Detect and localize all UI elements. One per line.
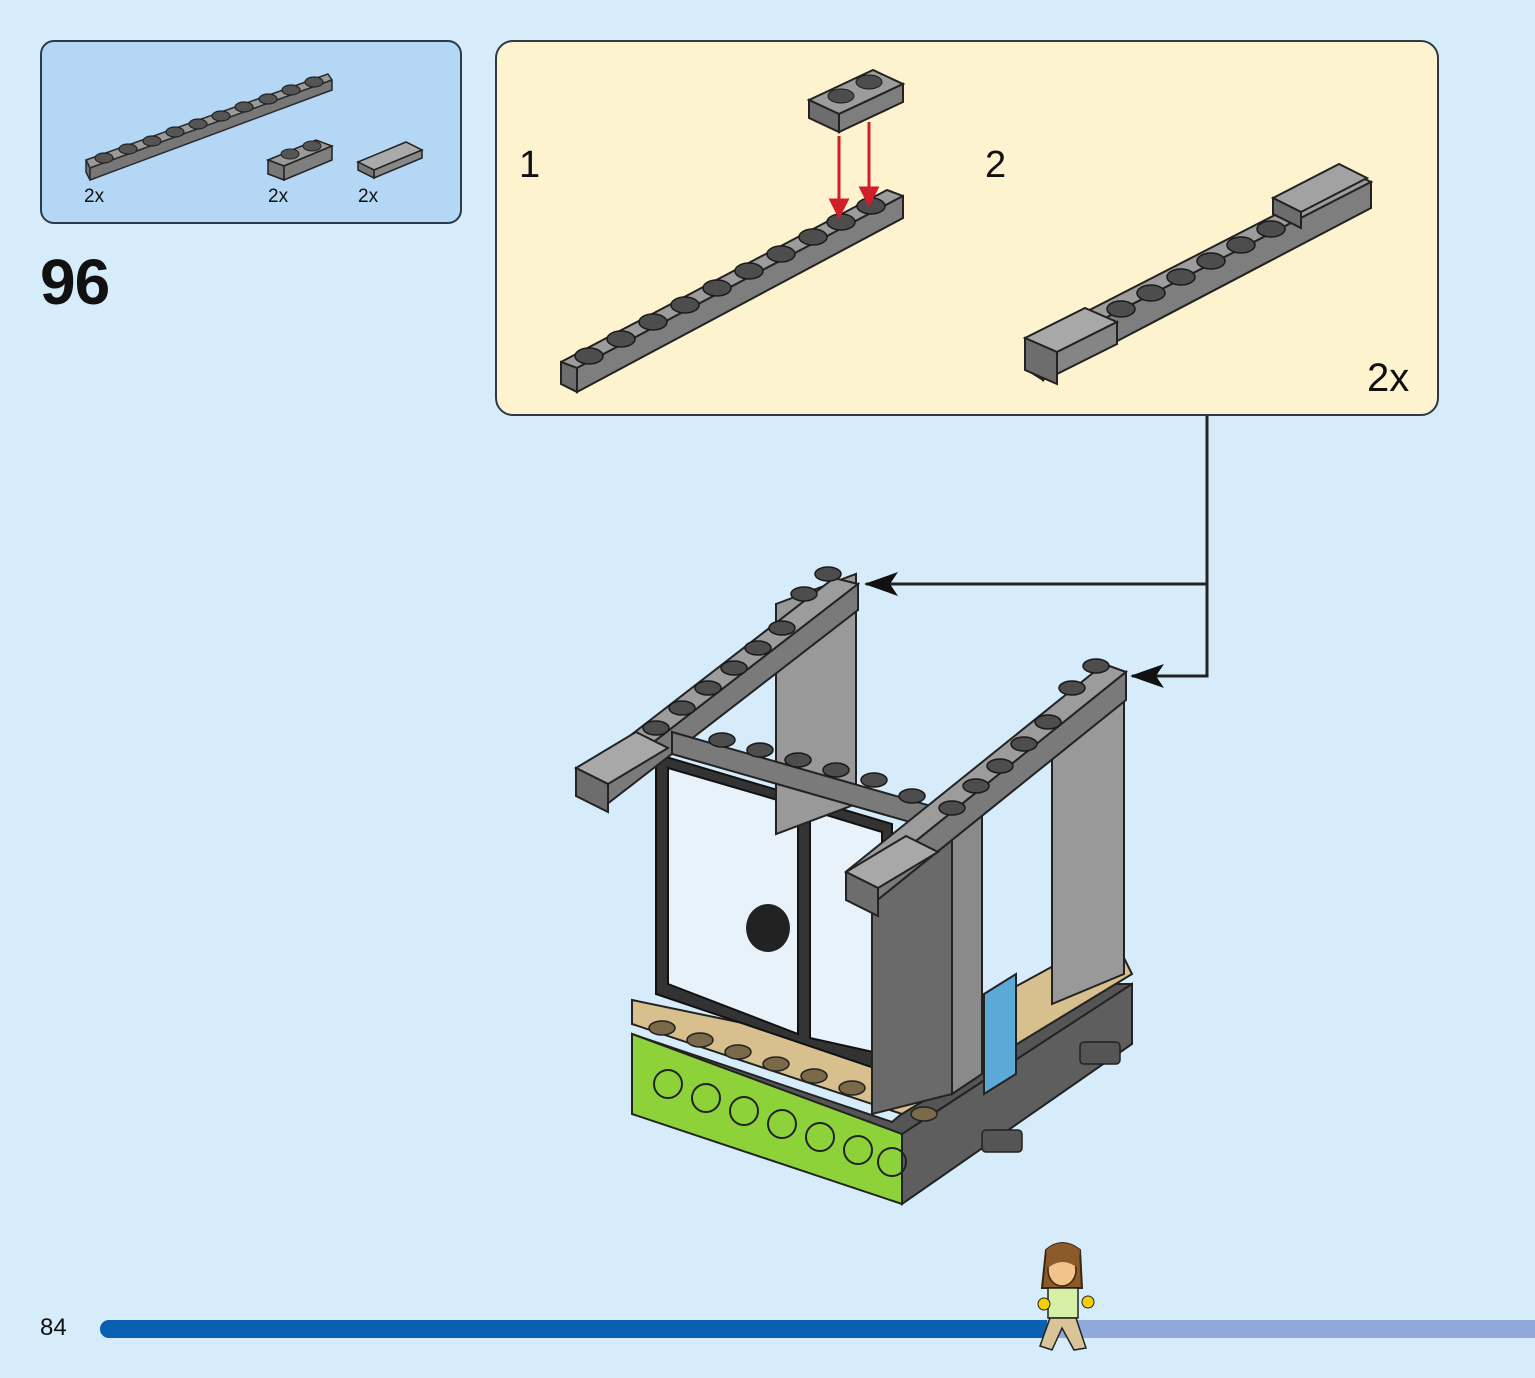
minifigure-icon <box>1037 1242 1095 1351</box>
substep-2-assembly <box>1022 162 1374 386</box>
page-number: 84 <box>40 1314 67 1341</box>
part-quantity: 2x <box>84 186 105 207</box>
main-model-assembly <box>573 566 1134 1206</box>
step-number: 96 <box>40 246 110 318</box>
substep-1-assembly <box>560 68 906 394</box>
part-quantity: 2x <box>268 186 289 207</box>
long-plate-icon <box>85 73 333 181</box>
progress-bar <box>100 1320 1535 1338</box>
two-stud-plate-icon <box>265 139 335 182</box>
substep-1-label: 1 <box>519 144 541 186</box>
substep-2-label: 2 <box>985 144 1007 186</box>
tile-icon <box>356 141 424 180</box>
substep-box: 1 2 2x <box>495 40 1439 416</box>
parts-list-box: 2x 2x 2x <box>40 40 462 224</box>
substep-multiplier: 2x <box>1367 356 1410 400</box>
part-quantity: 2x <box>358 186 379 207</box>
arrow-icon <box>828 122 880 220</box>
progress-bar-fill <box>100 1320 1048 1338</box>
